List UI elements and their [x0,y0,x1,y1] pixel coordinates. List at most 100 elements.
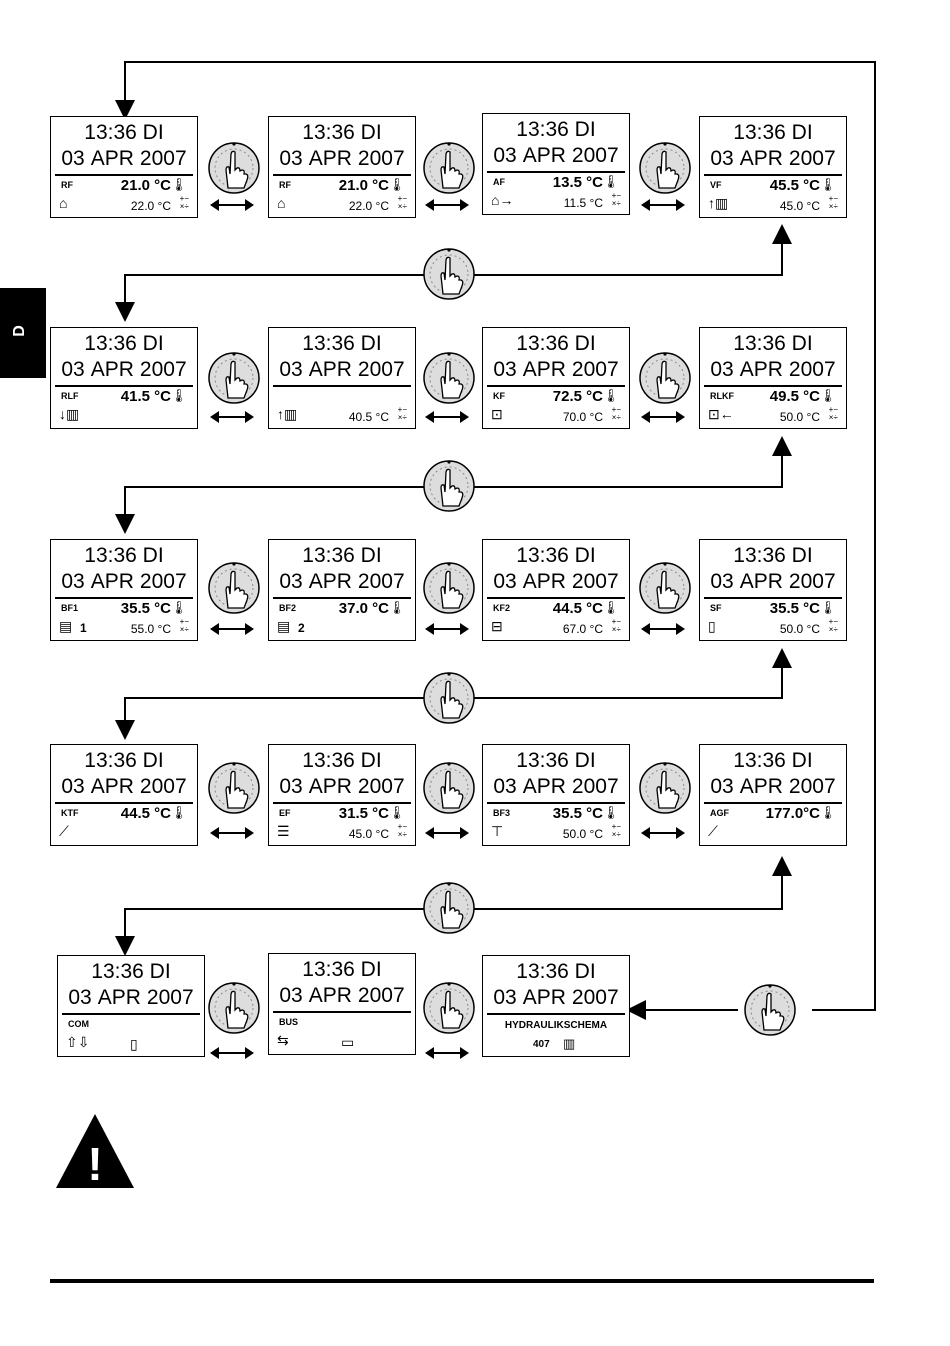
screen-separator [273,597,411,599]
sensor-value: 41.5 °C [121,388,171,405]
sensor-value: 21.0 °C [339,177,389,194]
screen-separator [704,597,842,599]
setpoint-value: 22.0 °C [131,199,171,213]
lcd-screen-rlkf: 13:36 DI03APR2007RLKF49.5 °C🌡⊡←50.0 °C+−… [699,327,847,429]
screen-separator [55,385,193,387]
lcd-screen-agf: 13:36 DI03APR2007AGF177.0°C🌡⟋ [699,744,847,846]
edit-ops-icon: +−×÷ [398,823,407,839]
sensor-index: 2 [298,621,305,635]
rotary-knob-icon [421,760,477,816]
sensor-symbol-icon: ⇆ [277,1032,289,1049]
sensor-code: EF [279,808,291,818]
svg-text:!: ! [87,1138,102,1190]
warning-icon: ! [54,1110,136,1192]
screen-separator [273,1011,411,1013]
sensor-symbol-icon: ⊤ [491,823,503,840]
screen-time: 13:36 DI [700,332,846,356]
sensor-value: 37.0 °C [339,600,389,617]
rotary-knob-icon [637,560,693,616]
double-arrow-icon [641,198,685,212]
edit-ops-icon: +−×÷ [180,618,189,634]
edit-ops-icon: +−×÷ [829,195,838,211]
sensor-symbol-icon: ⌂ [59,195,67,211]
screen-separator [704,174,842,176]
screen-date: 03APR2007 [483,144,629,168]
setpoint-value: 50.0 °C [780,410,820,424]
sensor-code: KF [493,391,505,401]
edit-ops-icon: +−×÷ [829,406,838,422]
edit-ops-icon: +−×÷ [398,195,407,211]
thermometer-icon: 🌡 [170,388,187,404]
sensor-value: 72.5 °C [553,388,603,405]
screen-time: 13:36 DI [51,544,197,568]
screen-time: 13:36 DI [483,749,629,773]
screen-separator [487,171,625,173]
screen-time: 13:36 DI [483,960,629,984]
rotary-knob-icon [206,350,262,406]
setpoint-value: 45.0 °C [780,199,820,213]
screen-date: 03APR2007 [269,984,415,1008]
rotary-knob-icon [421,980,477,1036]
double-arrow-icon [425,1046,469,1060]
screen-time: 13:36 DI [51,121,197,145]
screen-date: 03APR2007 [700,775,846,799]
rotary-knob-icon [206,560,262,616]
edit-ops-icon: +−×÷ [398,406,407,422]
thermometer-icon: 🌡 [388,805,405,821]
rotary-knob-icon [206,980,262,1036]
sensor-value: 21.0 °C [121,177,171,194]
setpoint-value: 11.5 °C [564,196,603,210]
thermometer-icon: 🌡 [170,805,187,821]
screen-time: 13:36 DI [483,544,629,568]
screen-date: 03APR2007 [58,986,204,1010]
double-arrow-icon [425,410,469,424]
screen-date: 03APR2007 [269,775,415,799]
rotary-knob-icon [206,140,262,196]
screen-date: 03APR2007 [51,775,197,799]
screen-time: 13:36 DI [700,121,846,145]
screen-time: 13:36 DI [269,958,415,982]
sensor-code: RLKF [710,391,734,401]
lcd-screen-bf1: 13:36 DI03APR2007BF135.5 °C🌡▤155.0 °C+−×… [50,539,198,641]
screen-date: 03APR2007 [269,570,415,594]
screen-date: 03APR2007 [700,570,846,594]
hydraulic-number: 407 [533,1039,550,1050]
double-arrow-icon [641,622,685,636]
thermometer-icon: 🌡 [819,177,836,193]
screen-time: 13:36 DI [269,544,415,568]
sensor-symbol-icon: ⊟ [491,618,503,635]
lcd-screen-vf: 13:36 DI03APR2007VF45.5 °C🌡↑▥45.0 °C+−×÷ [699,116,847,218]
edit-ops-icon: +−×÷ [180,195,189,211]
sensor-value: 35.5 °C [770,600,820,617]
rotary-knob-icon [421,140,477,196]
double-arrow-icon [425,622,469,636]
double-arrow-icon [425,198,469,212]
screen-time: 13:36 DI [51,749,197,773]
edit-ops-icon: +−×÷ [612,192,621,208]
screen-separator [55,597,193,599]
sensor-value: 44.5 °C [121,805,171,822]
screen-time: 13:36 DI [269,332,415,356]
thermometer-icon: 🌡 [602,388,619,404]
double-arrow-icon [641,826,685,840]
sensor-symbol-icon: ↑▥ [277,406,297,423]
screen-time: 13:36 DI [269,121,415,145]
screen-separator [55,802,193,804]
sensor-symbol-icon: ▤ [59,618,72,635]
thermometer-icon: 🌡 [819,388,836,404]
double-arrow-icon [641,410,685,424]
double-arrow-icon [210,622,254,636]
edit-ops-icon: +−×÷ [612,823,621,839]
rotary-knob-icon [206,760,262,816]
double-arrow-icon [425,826,469,840]
sensor-value: 44.5 °C [553,600,603,617]
side-tab: D [0,288,46,378]
sensor-code: RF [61,180,73,190]
